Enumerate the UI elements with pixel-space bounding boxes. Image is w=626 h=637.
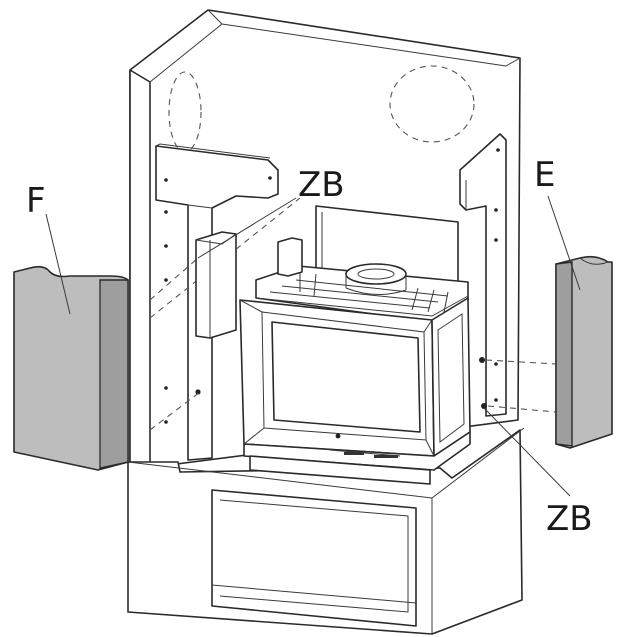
flue-opening-right	[389, 65, 475, 143]
firebox-insert	[239, 237, 471, 485]
screw-hole-upper	[479, 357, 485, 363]
spacer-block	[195, 231, 237, 339]
leader-zb-bottom	[483, 407, 571, 497]
label-screws-bottom: ZB	[546, 499, 593, 539]
side-panel-f	[13, 265, 129, 471]
pedestal-opening	[211, 489, 417, 627]
flue-collar	[345, 263, 407, 285]
label-screws-top: ZB	[298, 165, 345, 205]
firebox-glass	[271, 321, 421, 433]
screw-hole-lower	[481, 403, 487, 409]
label-panel-f: F	[26, 181, 46, 221]
label-panel-e: E	[534, 155, 555, 195]
leader-zb-top	[197, 197, 297, 259]
leader-f	[45, 213, 71, 315]
right-support-bracket	[459, 133, 557, 417]
side-panel-e	[555, 255, 613, 449]
leader-e	[547, 195, 581, 291]
